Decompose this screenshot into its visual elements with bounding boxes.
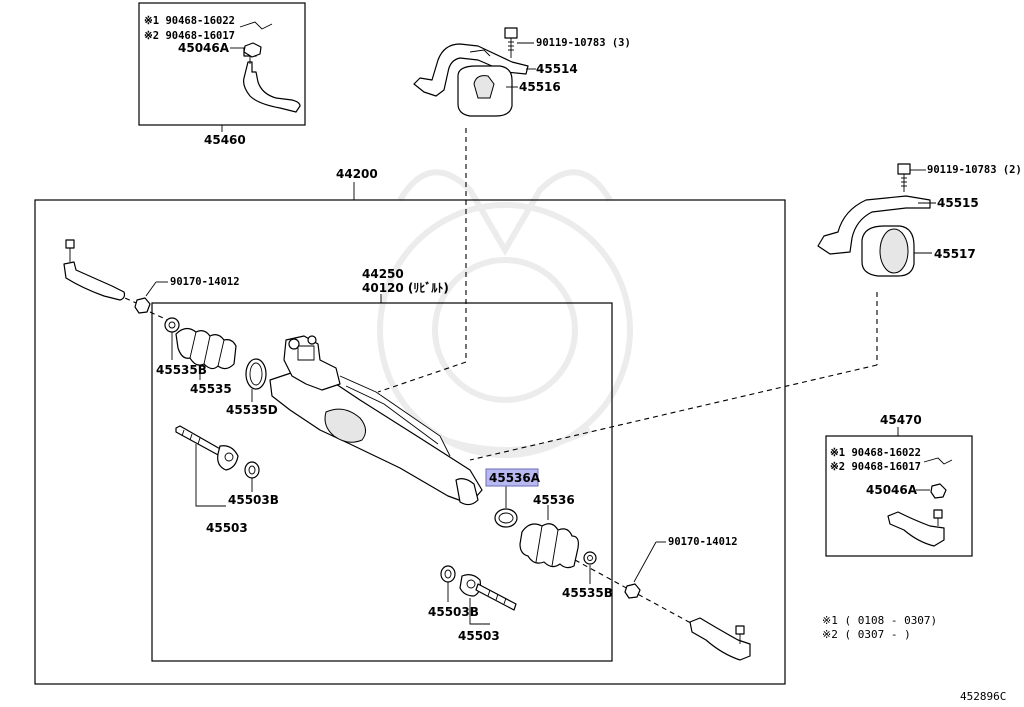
washer-icon — [440, 565, 456, 583]
label-tre-left-nut: 45046A — [178, 41, 230, 55]
label-tre-left-variant1: ※1 90468-16022 — [144, 15, 235, 27]
label-subassembly-line2: 40120 (ﾘﾋﾞﾙﾄ) — [362, 280, 449, 295]
label-bracket-left-bushing: 45516 — [519, 80, 561, 94]
watermark-emblem — [377, 169, 633, 458]
tie-rod-end-left-part — [243, 47, 301, 113]
label-bracket-right-bolt: 90119-10783 (2) — [927, 164, 1022, 176]
steering-gear-housing-part — [269, 335, 483, 506]
clamp-45535b-right-part — [583, 551, 597, 565]
frame-steering-gear-subassembly — [151, 302, 613, 662]
bushing-45516-part — [457, 65, 513, 117]
nut-icon — [134, 297, 151, 314]
clamp-45536a-part — [494, 508, 518, 528]
label-boot-right-clamp-a: 45536A — [489, 471, 541, 485]
nut-icon — [930, 483, 947, 499]
label-bracket-left-bracket: 45514 — [536, 62, 578, 76]
label-nut-left: 90170-14012 — [170, 276, 240, 288]
label-rack-end-right-washer: 45503B — [428, 605, 479, 619]
label-boot-left-clamp-d: 45535D — [226, 403, 278, 417]
rack-end-right-part — [459, 574, 517, 611]
boot-45535-part — [175, 327, 237, 370]
label-nut-right: 90170-14012 — [668, 536, 738, 548]
label-tre-right-variant1: ※1 90468-16022 — [830, 447, 921, 459]
bolt-icon — [504, 27, 518, 58]
rack-end-left-part — [175, 425, 239, 471]
bracket-45515-part — [817, 195, 931, 255]
figure-code: 452896C — [960, 690, 1006, 703]
label-boot-right-boot: 45536 — [533, 493, 575, 507]
label-tre-right-nut: 45046A — [866, 483, 918, 497]
label-boot-left-clamp: 45535B — [156, 363, 207, 377]
tie-rod-end-outer-left-part — [63, 239, 126, 301]
bushing-45517-part — [861, 225, 915, 277]
washer-icon — [244, 461, 260, 479]
label-boot-left-boot: 45535 — [190, 382, 232, 396]
frame-tie-rod-end-right — [825, 435, 973, 557]
nut-icon — [243, 42, 262, 58]
label-bracket-left-bolt: 90119-10783 (3) — [536, 37, 631, 49]
label-tre-right-variant2: ※2 90468-16017 — [830, 461, 921, 473]
label-rack-end-right-part: 45503 — [458, 629, 500, 643]
label-rack-end-left-part: 45503 — [206, 521, 248, 535]
clamp-45535d-part — [245, 358, 267, 390]
bracket-45514-part — [413, 43, 529, 97]
label-title-part: 44200 — [336, 167, 378, 181]
note-2: ※2 ( 0307 - ) — [822, 628, 911, 641]
note-1: ※1 ( 0108 - 0307) — [822, 614, 937, 627]
label-tre-left-variant2: ※2 90468-16017 — [144, 30, 235, 42]
bolt-icon — [897, 163, 911, 192]
highlight-45536a — [485, 468, 539, 487]
boot-45536-part — [519, 523, 579, 569]
label-bracket-right-bracket: 45515 — [937, 196, 979, 210]
clamp-45535b-part — [164, 317, 180, 333]
nut-icon — [624, 583, 641, 599]
frame-steering-assembly — [34, 199, 786, 685]
label-boot-right-clamp: 45535B — [562, 586, 613, 600]
label-bracket-right-bushing: 45517 — [934, 247, 976, 261]
tie-rod-end-outer-right-part — [689, 617, 751, 661]
label-subassembly-line1: 44250 — [362, 267, 404, 281]
tie-rod-end-right-part — [887, 509, 945, 547]
label-rack-end-left-washer: 45503B — [228, 493, 279, 507]
label-tre-right-part: 45470 — [880, 413, 922, 427]
label-tre-left-part: 45460 — [204, 133, 246, 147]
